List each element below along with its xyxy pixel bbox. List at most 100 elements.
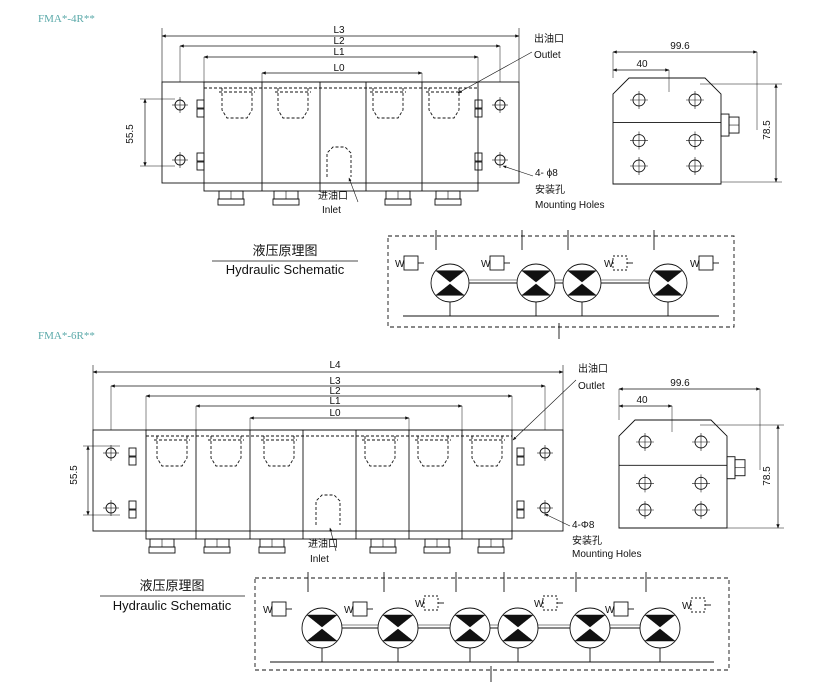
side-dim-height-6r: 78.5 (762, 466, 773, 486)
outlet-label-cn: 出油口 (534, 32, 564, 45)
distributor-symbol (569, 607, 611, 649)
outlet-port-hidden (263, 436, 295, 467)
side-plug (474, 161, 483, 171)
distributor-arrow-top (435, 270, 465, 283)
distributor-symbol (497, 607, 539, 649)
distributor-symbol (377, 607, 419, 649)
manifold-front-view-4r (140, 28, 534, 206)
inlet-leader (329, 527, 337, 552)
check-valve-symbol-label: W (604, 259, 614, 270)
side-plug (128, 500, 137, 510)
holes-leader (502, 165, 534, 177)
distributor-arrow-top (382, 614, 414, 628)
distributor-arrow-bottom (567, 283, 597, 296)
schematic-title-en: Hydraulic Schematic (226, 262, 345, 277)
check-valve-symbol-label: W (344, 605, 354, 616)
outlet-port-hidden (156, 436, 188, 467)
outlet-leader (512, 379, 577, 441)
distributor-arrow-top (644, 614, 676, 628)
distributor-arrow-top (454, 614, 486, 628)
distributor-arrow-top (653, 270, 683, 283)
distributor-arrow-bottom (653, 283, 683, 296)
inlet-label-en-6r: Inlet (310, 554, 329, 565)
dim-l2-6r: L2 (329, 386, 341, 397)
check-valve-box (271, 601, 287, 617)
check-valve-box (423, 595, 439, 611)
check-valve-box (403, 255, 419, 271)
bottom-fitting-nut (217, 198, 245, 206)
distributor-symbol (639, 607, 681, 649)
check-valve-box (690, 597, 706, 613)
distributor-arrow-bottom (574, 628, 606, 642)
distributor-arrow-bottom (644, 628, 676, 642)
dim-l3: L3 (333, 25, 345, 36)
check-valve-box (489, 255, 505, 271)
dim-l0-6r: L0 (329, 408, 341, 419)
distributor-symbol (562, 263, 602, 303)
distributor-arrow-bottom (382, 628, 414, 642)
distributor-arrow-bottom (521, 283, 551, 296)
dim-l1: L1 (333, 47, 345, 58)
holes-label-en-6r: Mounting Holes (572, 549, 641, 560)
side-plug (128, 447, 137, 457)
distributor-arrow-top (567, 270, 597, 283)
dim-l4: L4 (329, 360, 341, 371)
schematic-title-en-6r: Hydraulic Schematic (113, 598, 232, 613)
side-plug (196, 161, 205, 171)
distributor-arrow-bottom (454, 628, 486, 642)
outlet-port-hidden (471, 436, 503, 467)
inlet-label-cn-6r: 进油口 (308, 537, 338, 550)
distributor-arrow-bottom (502, 628, 534, 642)
check-valve-box (542, 595, 558, 611)
side-body-outline (612, 77, 722, 185)
check-valve-symbol-label: W (605, 605, 615, 616)
schematic-title-cn: 液压原理图 (252, 243, 317, 258)
side-dim-offset-6r: 40 (636, 395, 648, 406)
check-valve-box (698, 255, 714, 271)
check-valve-box (613, 601, 629, 617)
distributor-symbol (301, 607, 343, 649)
bottom-fitting-nut (477, 546, 505, 554)
distributor-arrow-top (574, 614, 606, 628)
dim-height-6r: 55.5 (69, 465, 80, 485)
bottom-fitting-nut (384, 198, 412, 206)
side-plug (196, 152, 205, 162)
distributor-arrow-top (521, 270, 551, 283)
outlet-label-cn-6r: 出油口 (578, 362, 608, 375)
side-body-outline (618, 419, 728, 529)
bottom-fitting-nut (258, 546, 286, 554)
manifold-body (145, 429, 513, 540)
holes-leader (544, 513, 571, 527)
outlet-port-hidden (364, 436, 396, 467)
check-valve-symbol-label: W (481, 259, 491, 270)
holes-spec: 4- ϕ8 (535, 168, 558, 179)
distributor-arrow-bottom (435, 283, 465, 296)
side-plug (474, 99, 483, 109)
outlet-label-en-6r: Outlet (578, 381, 605, 392)
distributor-symbol (516, 263, 556, 303)
holes-label-cn: 安装孔 (535, 183, 565, 196)
distributor-arrow-top (306, 614, 338, 628)
check-valve-box (352, 601, 368, 617)
schematic-title-cn-6r: 液压原理图 (139, 578, 204, 593)
side-plug (128, 456, 137, 466)
inlet-port-hidden (315, 494, 341, 525)
manifold-body (203, 81, 479, 192)
bottom-fitting-nut (272, 198, 300, 206)
dim-l0: L0 (333, 63, 345, 74)
side-dim-offset: 40 (636, 59, 648, 70)
bottom-fitting-nut (423, 546, 451, 554)
check-valve-symbol-label: W (682, 601, 692, 612)
end-plate-outline (92, 429, 564, 532)
side-plug (196, 108, 205, 118)
side-dim-width: 99.6 (670, 41, 690, 52)
distributor-arrow-top (502, 614, 534, 628)
inlet-leader (348, 177, 359, 203)
inlet-label-en: Inlet (322, 205, 341, 216)
distributor-symbol (430, 263, 470, 303)
manifold-side-view-4r (612, 50, 782, 185)
side-fitting (720, 113, 730, 137)
side-dim-height: 78.5 (762, 120, 773, 140)
